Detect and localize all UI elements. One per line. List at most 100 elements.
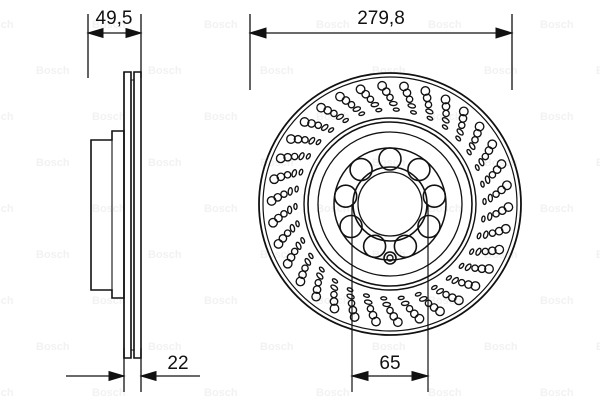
drill-hole	[442, 109, 450, 118]
bolt-hole	[407, 157, 431, 182]
drill-hole	[299, 117, 310, 127]
drill-slot	[298, 152, 305, 161]
dimension-outer-diameter: 279,8	[248, 8, 514, 90]
drill-slot	[441, 124, 449, 130]
drill-hole	[280, 210, 288, 218]
arrow-right-65	[411, 370, 430, 382]
drill-hole	[290, 152, 299, 161]
drill-slot	[480, 180, 485, 188]
watermark-text: Bosch	[92, 203, 126, 215]
disc-outer-edge	[258, 72, 522, 336]
drill-slot	[468, 142, 476, 151]
drill-hole	[457, 121, 466, 130]
drill-hole	[286, 253, 296, 262]
drill-hole	[481, 247, 490, 256]
watermark-text: Bosch	[0, 111, 14, 123]
drill-slot	[478, 157, 485, 167]
drill-slot	[293, 202, 298, 211]
drill-slot	[397, 295, 405, 301]
arrow-inward-right-22	[139, 370, 157, 382]
drill-slot	[430, 284, 438, 291]
drill-slot	[456, 128, 464, 136]
watermark-text: Bosch	[484, 65, 518, 77]
drill-hole	[458, 106, 469, 117]
drill-slot	[318, 266, 325, 273]
watermark-text: Bosch	[428, 387, 462, 399]
bolt-hole	[333, 184, 358, 208]
drill-slot	[441, 116, 450, 124]
drill-slot	[289, 223, 296, 233]
drill-hole	[286, 134, 296, 144]
drill-hole	[488, 171, 497, 179]
locating-pin-hole-inner	[386, 254, 394, 262]
watermark-text: Bosch	[540, 19, 574, 31]
arrow-left-65	[350, 370, 369, 382]
watermark-text: Bosch	[204, 111, 238, 123]
drill-slot	[346, 287, 354, 293]
drill-hole	[405, 95, 414, 104]
drill-slot	[474, 164, 480, 172]
drill-hole	[386, 93, 394, 102]
drill-slot	[352, 106, 362, 113]
watermark-text: Bosch	[540, 295, 574, 307]
drill-hole	[366, 95, 375, 104]
drill-slot	[295, 220, 300, 228]
drill-hole	[497, 206, 507, 216]
watermark-text: Bosch	[92, 387, 126, 399]
watermark-layer: BoschBoschBoschBoschBoschBoschBoschBosch…	[0, 19, 600, 399]
drill-hole	[429, 303, 439, 312]
watermark-text: Bosch	[260, 341, 294, 353]
drill-slot	[476, 232, 482, 240]
watermark-text: Bosch	[596, 157, 600, 169]
centre-bore-inner	[357, 171, 423, 237]
drill-slot	[362, 293, 371, 298]
bolt-hole	[378, 147, 402, 171]
arrow-left-279	[248, 27, 267, 39]
watermark-text: Bosch	[36, 341, 70, 353]
bolt-hole	[417, 214, 441, 239]
drill-hole	[273, 192, 283, 202]
drill-slot	[409, 110, 418, 115]
drill-ring-inner-boundary	[303, 117, 477, 291]
watermark-text: Bosch	[596, 249, 600, 261]
drill-hole	[329, 303, 340, 314]
drill-hole	[301, 264, 309, 273]
arrow-left-495	[86, 27, 104, 39]
drill-slot	[286, 205, 293, 215]
watermark-text: Bosch	[372, 341, 406, 353]
watermark-text: Bosch	[316, 295, 350, 307]
dimension-label-centre-bore: 65	[379, 353, 400, 374]
drill-hole	[447, 293, 457, 302]
watermark-text: Bosch	[428, 203, 462, 215]
bolt-hole	[422, 184, 447, 208]
drill-hole	[268, 217, 279, 228]
drill-hole	[361, 89, 371, 99]
watermark-text: Bosch	[540, 387, 574, 399]
watermark-text: Bosch	[204, 387, 238, 399]
hub-hat-profile	[90, 130, 125, 299]
drill-slot	[475, 247, 482, 256]
drill-slot	[294, 185, 299, 193]
drill-hole	[330, 290, 338, 299]
watermark-text: Bosch	[260, 65, 294, 77]
drill-slot	[382, 301, 392, 308]
watermark-text: Bosch	[316, 19, 350, 31]
drill-slot	[375, 107, 383, 113]
drill-hole	[275, 153, 286, 164]
drill-hole	[311, 291, 322, 302]
drill-hole	[349, 312, 360, 322]
drill-hole	[501, 180, 512, 191]
drilled-hole-pattern	[266, 80, 514, 328]
drill-hole	[347, 100, 356, 109]
bolt-hole	[362, 234, 387, 259]
drill-slot	[335, 113, 345, 121]
watermark-text: Bosch	[596, 341, 600, 353]
drill-hole	[470, 281, 481, 291]
drill-hole	[471, 264, 479, 273]
drill-slot	[418, 295, 428, 302]
drill-slot	[451, 276, 460, 285]
watermark-text: Bosch	[148, 249, 182, 261]
watermark-text: Bosch	[428, 19, 462, 31]
